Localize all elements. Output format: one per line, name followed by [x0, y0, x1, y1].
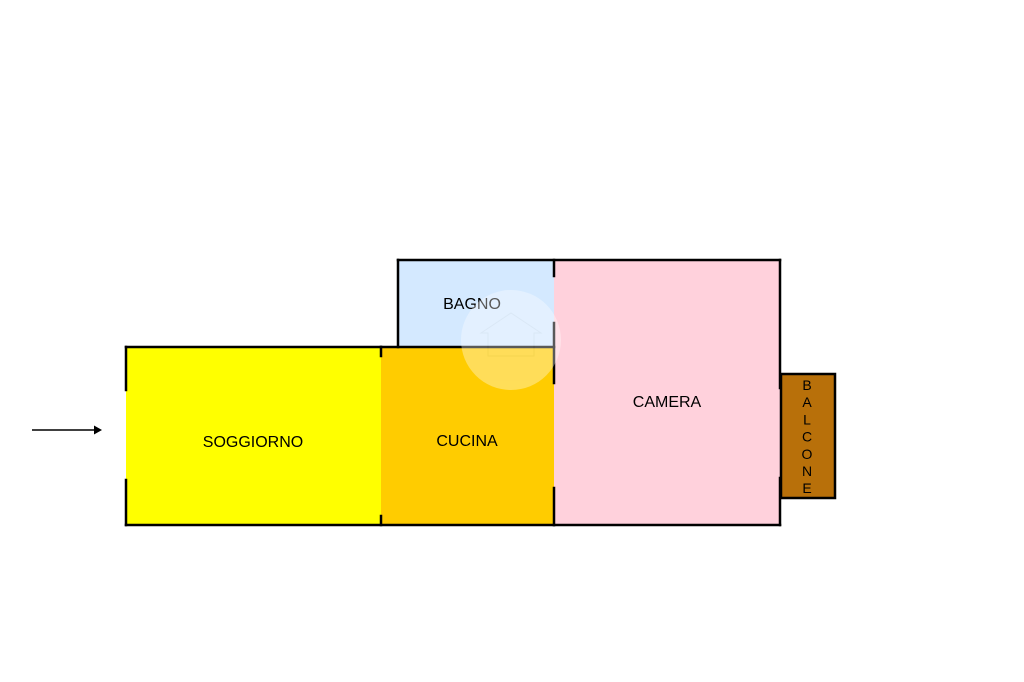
- entrance-arrow-icon: [32, 425, 102, 435]
- room-label-soggiorno: SOGGIORNO: [203, 434, 303, 451]
- walls: [124, 258, 782, 527]
- room-label-camera: CAMERA: [633, 394, 702, 411]
- room-cucina: CUCINA: [381, 347, 554, 525]
- room-label-cucina: CUCINA: [436, 433, 498, 450]
- room-soggiorno: SOGGIORNO: [126, 347, 381, 525]
- room-camera: CAMERA: [554, 260, 780, 525]
- house-watermark-icon: [461, 290, 561, 390]
- room-label-bagno: BAGNO: [443, 296, 501, 313]
- room-bagno: BAGNO: [398, 260, 554, 347]
